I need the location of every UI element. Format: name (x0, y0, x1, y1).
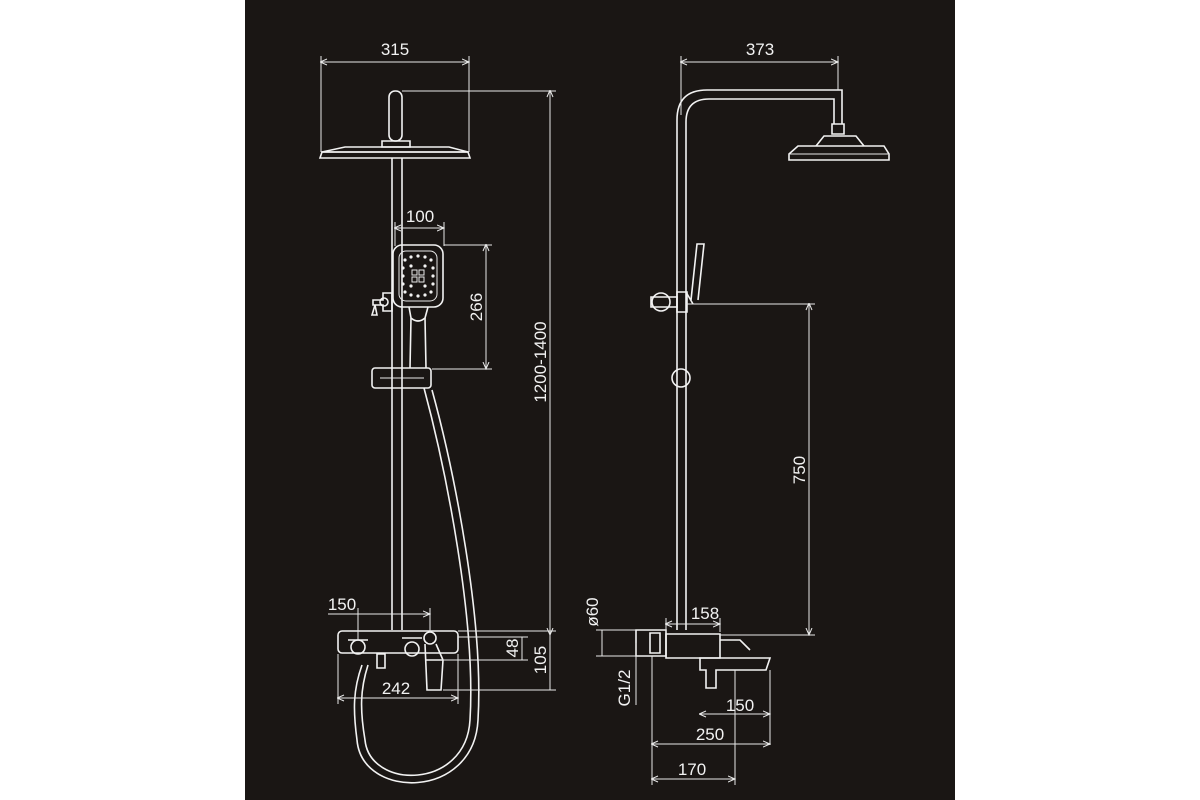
hose (353, 387, 480, 784)
rain-head (318, 90, 472, 159)
dim-242: 242 (338, 654, 458, 704)
dim-label-158: 158 (691, 604, 719, 623)
shower-arm (676, 89, 845, 630)
dim-label-150-side: 150 (726, 696, 754, 715)
dim-label-242: 242 (382, 679, 410, 698)
dim-266: 266 (432, 245, 492, 369)
dim-label-105: 105 (531, 646, 550, 674)
dim-label-100: 100 (406, 207, 434, 226)
dim-label-750: 750 (790, 456, 809, 484)
mixer-body (337, 630, 459, 691)
dim-48: 48 (440, 636, 528, 661)
dim-label-266: 266 (467, 293, 486, 321)
dim-1200-1400: 1200-1400 (402, 91, 556, 635)
dim-250: 250 (652, 656, 770, 785)
side-view: 373 750 158 ø60 G1/2 150 (583, 40, 890, 785)
dim-label-315: 315 (381, 40, 409, 59)
dim-105: 105 (443, 630, 556, 691)
dim-label-373: 373 (746, 40, 774, 59)
mixer-side (635, 629, 772, 689)
dim-750: 750 (686, 304, 815, 635)
dim-373: 373 (681, 40, 838, 115)
dim-label-150-front: 150 (328, 595, 356, 614)
dim-label-o60: ø60 (583, 597, 602, 626)
hand-shower-side (650, 243, 705, 313)
dim-label-48: 48 (503, 639, 522, 658)
dim-g12: G1/2 (615, 643, 637, 707)
riser-pipe (391, 158, 403, 630)
slide-holder (371, 367, 432, 389)
front-view: 315 100 266 1200-1400 150 (318, 40, 556, 784)
slider-side (671, 368, 691, 388)
dim-label-1200-1400: 1200-1400 (531, 321, 550, 402)
dim-170: 170 (652, 670, 735, 785)
rain-head-side (788, 135, 890, 161)
dim-o60: ø60 (583, 597, 636, 657)
dim-158: 158 (666, 604, 720, 632)
dim-label-g12: G1/2 (615, 670, 634, 707)
dim-100: 100 (395, 207, 444, 246)
dim-315: 315 (321, 40, 469, 152)
dim-label-250: 250 (696, 725, 724, 744)
hand-shower (370, 244, 444, 369)
dim-150-front: 150 (328, 595, 430, 640)
dim-label-170: 170 (678, 760, 706, 779)
